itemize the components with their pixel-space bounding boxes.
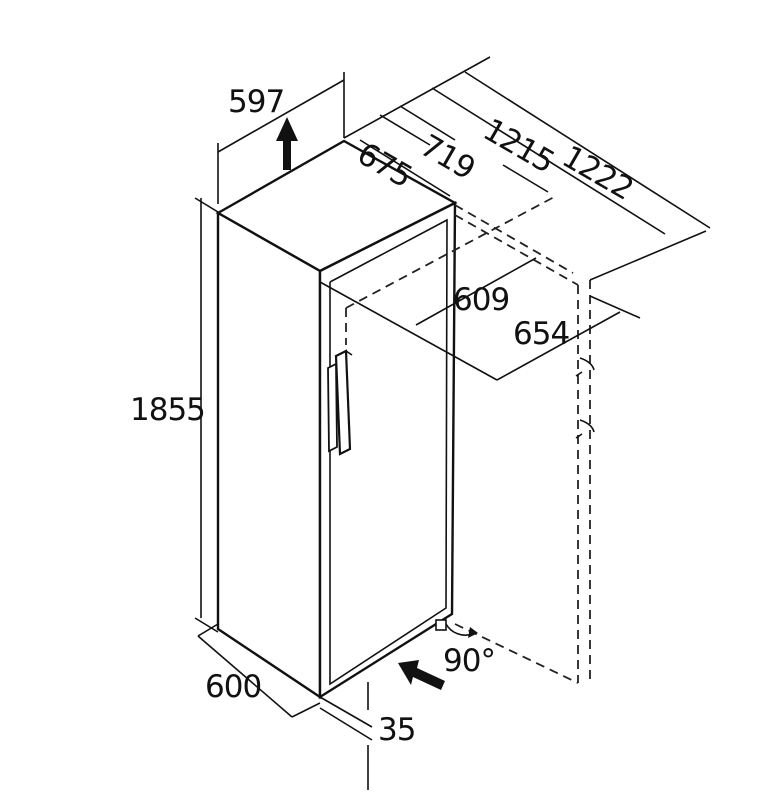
label-depth-609: 609 <box>453 282 509 318</box>
label-door-angle: 90° <box>443 643 495 679</box>
appliance-front-face <box>318 201 457 700</box>
door-border <box>329 218 448 686</box>
door-handle <box>327 349 353 456</box>
arrow-up-icon <box>276 117 298 170</box>
label-depth-1215: 1215 <box>477 112 560 181</box>
dimension-lines <box>194 56 711 790</box>
appliance-body <box>215 139 458 700</box>
label-width-bottom: 600 <box>205 669 261 705</box>
niche-outline <box>345 195 707 684</box>
arrow-airflow-icon <box>398 660 445 690</box>
label-height: 1855 <box>130 392 205 428</box>
label-width-top: 597 <box>228 84 284 120</box>
appliance-foot <box>435 619 447 631</box>
label-depth-654: 654 <box>513 316 569 352</box>
label-depth-1222: 1222 <box>556 139 639 208</box>
label-clearance: 35 <box>378 712 415 748</box>
appliance-side-face <box>216 210 322 700</box>
label-depth-719: 719 <box>414 128 481 187</box>
